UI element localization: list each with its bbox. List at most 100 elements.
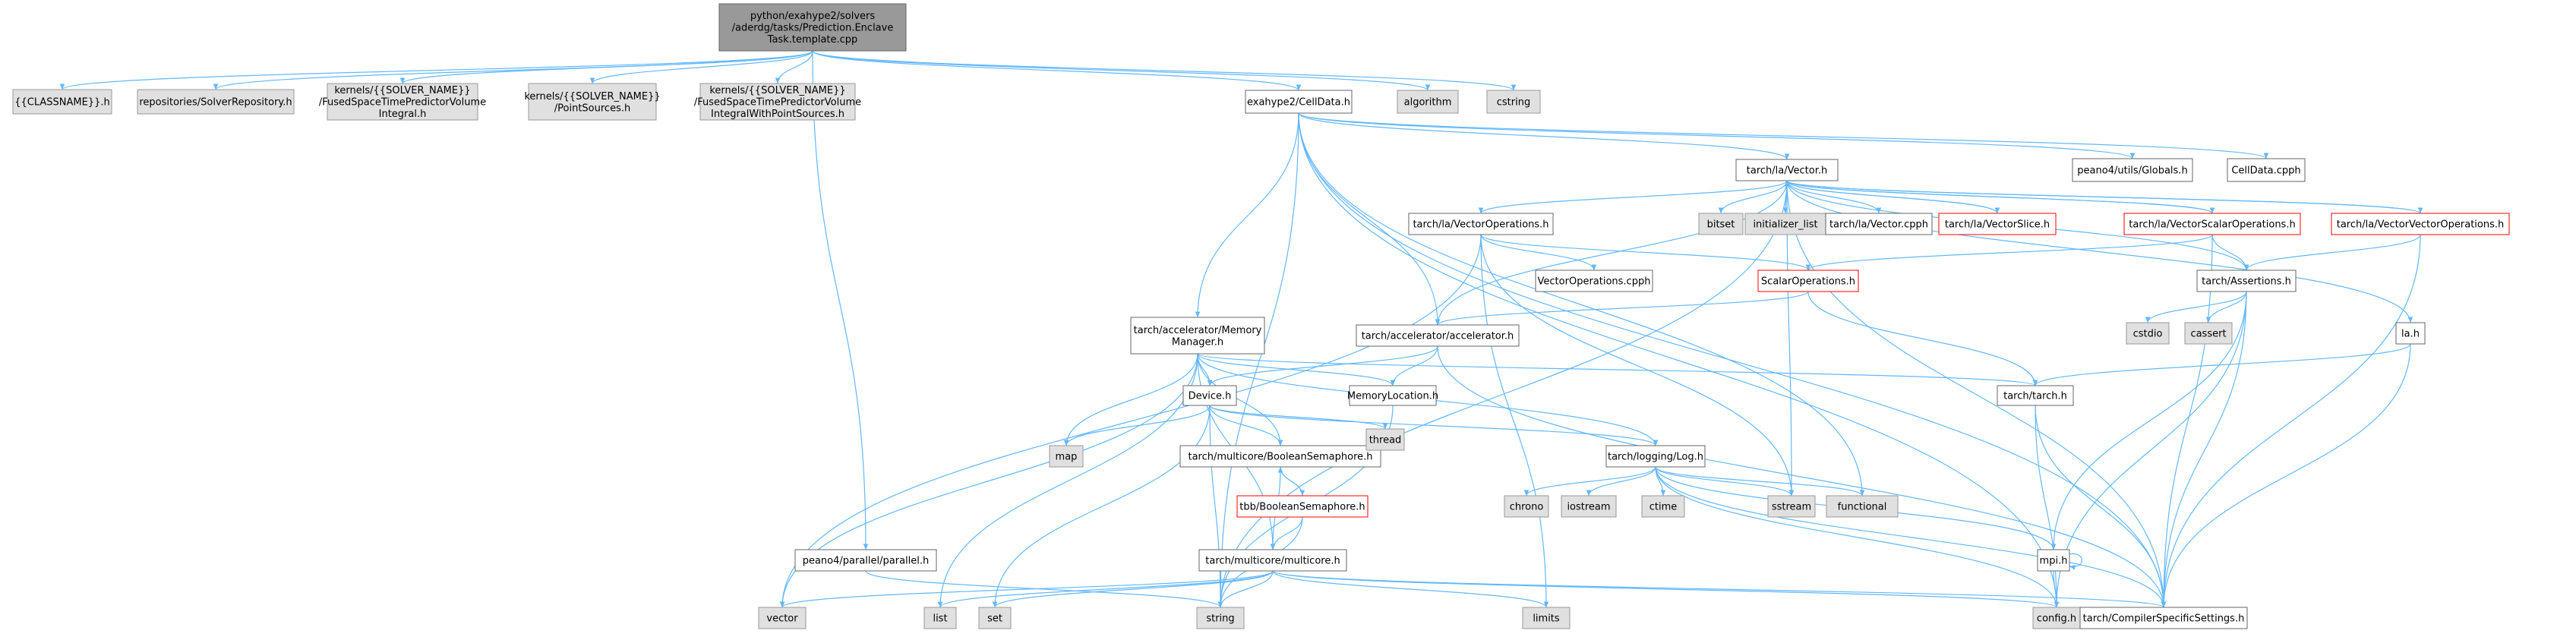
node-globals-h[interactable]: peano4/utils/Globals.h: [2072, 158, 2193, 182]
node-celldata-h[interactable]: exahype2/CellData.h: [1245, 90, 1353, 114]
include-edge-celldata_h-to-config_h: [1298, 112, 2060, 608]
node-log-h[interactable]: tarch/logging/Log.h: [1605, 445, 1706, 468]
node-box: [1182, 385, 1237, 406]
include-edge-vector_h-to-sstream: [1786, 180, 1795, 497]
node-list: list: [923, 607, 957, 629]
node-box: [2196, 270, 2297, 292]
node-label: tarch/tarch.h: [2003, 391, 2067, 402]
node-box: [1767, 495, 1816, 518]
node-label: cassert: [2190, 329, 2226, 340]
include-edge-vecvec_h-to-vector_h: [1784, 180, 2421, 214]
include-edge-vector_h-to-compiler_h: [1786, 180, 2167, 608]
node-vecops-cpph[interactable]: VectorOperations.cpph: [1535, 270, 1653, 292]
node-boolsem-h[interactable]: tarch/multicore/BooleanSemaphore.h: [1179, 445, 1381, 468]
node-vector-h[interactable]: tarch/la/Vector.h: [1735, 159, 1839, 181]
node-box: [1825, 213, 1933, 235]
include-edge-vector_h-to-string: [1217, 180, 1788, 608]
node-ctime: ctime: [1641, 495, 1685, 518]
include-edge-parallel_h-to-string: [865, 570, 1223, 608]
node-box: [794, 549, 937, 572]
node-cassert: cassert: [2184, 322, 2233, 345]
node-box: [2184, 322, 2233, 345]
node-thread: thread: [1365, 428, 1405, 451]
include-edge-device_h-to-thread: [1209, 405, 1388, 430]
include-edge-mpi_h-to-config_h: [2053, 570, 2060, 608]
include-edge-vector_h-to-vector_cpph: [1786, 180, 1882, 214]
node-box: [1198, 549, 1347, 572]
node-celldata-cpph[interactable]: CellData.cpph: [2227, 158, 2306, 182]
node-box: [1179, 445, 1381, 468]
node-box: [12, 89, 112, 115]
node-vector-cpph[interactable]: tarch/la/Vector.cpph: [1825, 213, 1933, 235]
node-vecslice-h[interactable]: tarch/la/VectorSlice.h: [1938, 213, 2057, 235]
node-label: repositories/SolverRepository.h: [139, 97, 292, 109]
node-box: [2227, 158, 2306, 182]
node-box: [1735, 159, 1839, 181]
include-edge-log_h-to-sstream: [1655, 466, 1795, 497]
node-label: tarch/la/VectorScalarOperations.h: [2129, 219, 2295, 231]
include-edge-multicore_h-to-list: [937, 570, 1274, 608]
node-device-h[interactable]: Device.h: [1182, 385, 1237, 406]
node-box: [758, 607, 807, 629]
node-tarch-h[interactable]: tarch/tarch.h: [1997, 385, 2074, 406]
node-parallel-h[interactable]: peano4/parallel/parallel.h: [794, 549, 937, 572]
node-label: tarch/multicore/multicore.h: [1205, 556, 1340, 567]
include-edge-assertions_h-to-compiler_h: [2161, 291, 2247, 608]
include-edge-vecops_h-to-vecops_cpph: [1480, 234, 1597, 271]
node-root[interactable]: python/exahype2/solvers/aderdg/tasks/Pre…: [718, 3, 907, 52]
node-bitset: bitset: [1698, 213, 1744, 235]
include-edge-multicore_h-to-string: [1217, 570, 1274, 608]
node-accel-h[interactable]: tarch/accelerator/accelerator.h: [1356, 324, 1520, 347]
node-label: set: [987, 613, 1002, 625]
node-box: [1365, 428, 1405, 451]
include-edge-assertions_h-to-mpi_h: [2050, 291, 2247, 550]
include-edge-root-to-algorithm: [812, 50, 1431, 91]
include-edge-root-to-fused_vol_ps: [775, 50, 813, 84]
node-label: exahype2/CellData.h: [1247, 97, 1350, 109]
node-label: ScalarOperations.h: [1761, 276, 1855, 288]
node-label: iostream: [1567, 502, 1610, 513]
node-label: tarch/multicore/BooleanSemaphore.h: [1188, 452, 1372, 463]
node-label: peano4/utils/Globals.h: [2077, 166, 2187, 177]
include-edge-vector_h-to-bitset: [1718, 180, 1788, 214]
node-label: Manager.h: [1172, 336, 1223, 348]
node-map: map: [1049, 445, 1084, 468]
node-label: Device.h: [1189, 391, 1232, 402]
node-label: map: [1056, 452, 1078, 463]
node-box: [1245, 90, 1353, 114]
include-edge-multicore_h-to-vector: [779, 570, 1274, 608]
node-box: [2126, 322, 2170, 345]
node-mpi-h[interactable]: mpi.h: [2037, 549, 2070, 572]
node-label: bitset: [1707, 219, 1735, 231]
include-edge-tarch_h-to-compiler_h: [2035, 405, 2167, 608]
include-edge-tarch_h-to-config_h: [2035, 405, 2060, 608]
node-assertions-h[interactable]: tarch/Assertions.h: [2196, 270, 2297, 292]
include-edge-root-to-parallel_h: [812, 50, 869, 550]
include-edge-device_h-to-boolsem_h: [1209, 405, 1283, 446]
node-cstdio: cstdio: [2126, 322, 2170, 345]
node-label: peano4/parallel/parallel.h: [803, 556, 930, 567]
node-vecvec-h[interactable]: tarch/la/VectorVectorOperations.h: [2331, 213, 2510, 235]
node-scalarops-h[interactable]: ScalarOperations.h: [1757, 270, 1859, 292]
include-edge-device_h-to-map: [1063, 405, 1211, 446]
include-edge-memmgr_h-to-memloc_h: [1197, 353, 1396, 386]
node-multicore-h[interactable]: tarch/multicore/multicore.h: [1198, 549, 1347, 572]
node-label: ctime: [1649, 502, 1678, 513]
node-label: tarch/la/VectorOperations.h: [1413, 219, 1548, 231]
node-box: [1826, 495, 1899, 518]
node-memloc-h[interactable]: MemoryLocation.h: [1347, 385, 1438, 406]
include-edge-accel_h-to-device_h: [1207, 345, 1438, 386]
node-set: set: [978, 607, 1012, 629]
include-edge-root-to-celldata_h: [812, 50, 1302, 91]
node-tbb-boolsem-h[interactable]: tbb/BooleanSemaphore.h: [1236, 495, 1368, 518]
node-vecscalar-h[interactable]: tarch/la/VectorScalarOperations.h: [2123, 213, 2301, 235]
node-compiler-h[interactable]: tarch/CompilerSpecificSettings.h: [2079, 607, 2248, 629]
node-la-h[interactable]: la.h: [2395, 322, 2426, 345]
include-edge-scalarops_h-to-tarch_h: [1807, 291, 2038, 386]
node-vecops-h[interactable]: tarch/la/VectorOperations.h: [1408, 213, 1554, 235]
node-box: [1349, 385, 1437, 406]
include-edge-vecscalar_h-to-compiler_h: [2161, 234, 2213, 608]
include-edge-celldata_h-to-memmgr_h: [1195, 112, 1299, 318]
include-edge-scalarops_h-to-accel_h: [1435, 291, 1809, 326]
